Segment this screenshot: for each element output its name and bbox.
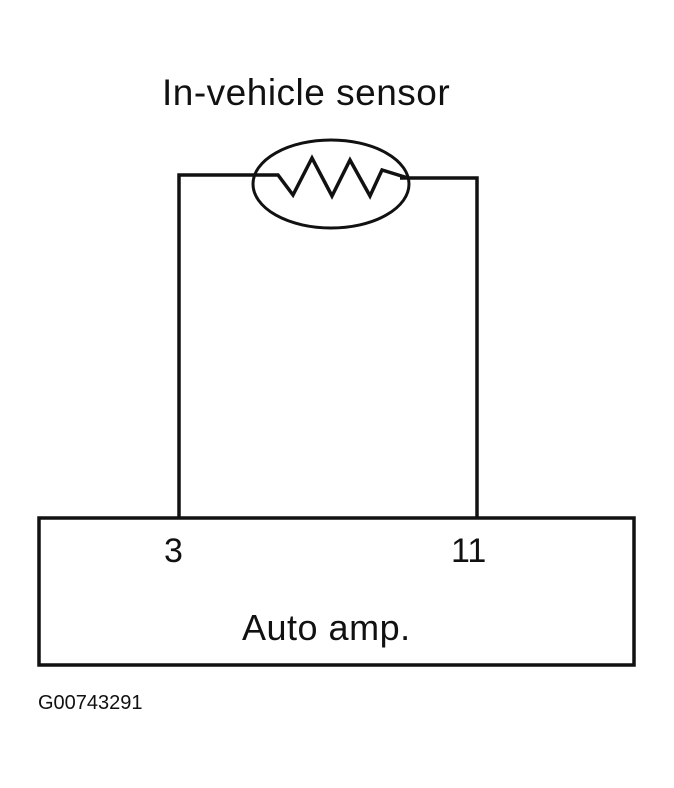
wire-right [400, 176, 479, 518]
pin-11-label: 11 [451, 532, 487, 570]
auto-amp-box [37, 516, 636, 667]
figure-id: G00743291 [38, 692, 143, 714]
sensor-ellipse [251, 138, 411, 230]
sensor-label: In-vehicle sensor [162, 72, 451, 113]
wire-left [177, 173, 258, 518]
thermistor-zigzag [258, 154, 409, 200]
pin-3-label: 3 [164, 532, 183, 570]
auto-amp-label: Auto amp. [242, 607, 411, 648]
